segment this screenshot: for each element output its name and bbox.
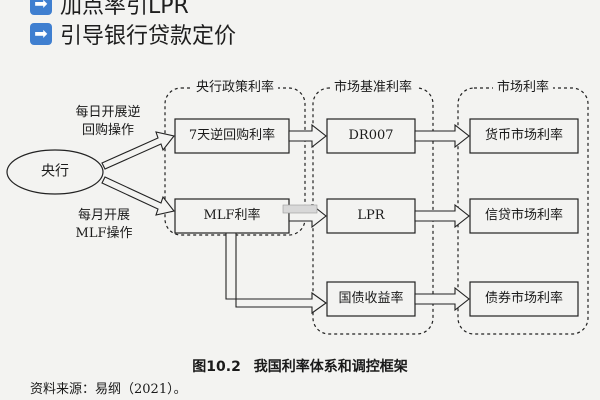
header-text-2: 引导银行贷款定价	[60, 24, 237, 49]
header-line-2: ➡ 引导银行贷款定价	[30, 18, 236, 50]
arrow-cb-to-mlf	[101, 176, 175, 216]
figure-title: 我国利率体系和调控框架	[253, 359, 408, 375]
arrow-cb-to-repo	[101, 131, 175, 170]
arrow-right-icon: ➡	[30, 0, 52, 15]
source-note: 资料来源：易纲（2021）。	[30, 382, 187, 397]
figure-caption: 图10.2 我国利率体系和调控框架	[0, 356, 600, 376]
lpr-box	[326, 198, 416, 234]
highlight-mark	[282, 204, 318, 214]
reverse-repo-box	[174, 118, 290, 154]
reverse-repo-label: 7天逆回购利率	[188, 128, 276, 144]
arrow-dr007-to-money	[414, 123, 470, 149]
header-line-1: ➡ 加点率引LPR	[30, 0, 189, 20]
arrow-right-icon: ➡	[30, 23, 52, 45]
arrow-lpr-to-credit	[414, 203, 470, 229]
credit-market-label: 信贷市场利率	[484, 208, 564, 224]
money-market-box	[469, 118, 579, 154]
daily-op-label-1: 每日开展逆	[75, 105, 141, 121]
group-label-market-rate: 市场利率	[492, 79, 554, 97]
bond-market-box	[469, 281, 579, 317]
credit-market-box	[469, 198, 579, 234]
monthly-op-label-2: MLF操作	[75, 226, 133, 242]
central-bank-node	[6, 149, 104, 195]
header-text-1: 加点率引LPR	[60, 0, 189, 19]
mlf-label: MLF利率	[203, 208, 261, 224]
mlf-box	[174, 198, 290, 234]
lpr-label: LPR	[357, 208, 385, 224]
arrow-mlf-to-treasury	[225, 232, 327, 315]
arrow-repo-to-dr007	[288, 123, 327, 149]
central-bank-label: 央行	[41, 163, 69, 180]
figure-number: 图10.2	[192, 359, 241, 375]
dr007-box	[326, 118, 416, 154]
money-market-label: 货币市场利率	[484, 128, 564, 144]
daily-op-label-2: 回购操作	[81, 123, 135, 139]
arrow-treasury-to-bond	[414, 286, 470, 312]
treasury-label: 国债收益率	[338, 291, 404, 307]
group-label-market-base: 市场基准利率	[329, 79, 417, 97]
bond-market-label: 债券市场利率	[484, 291, 564, 307]
dr007-label: DR007	[348, 128, 394, 144]
monthly-op-label-1: 每月开展	[77, 208, 131, 224]
group-label-central-policy: 央行政策利率	[191, 79, 279, 97]
